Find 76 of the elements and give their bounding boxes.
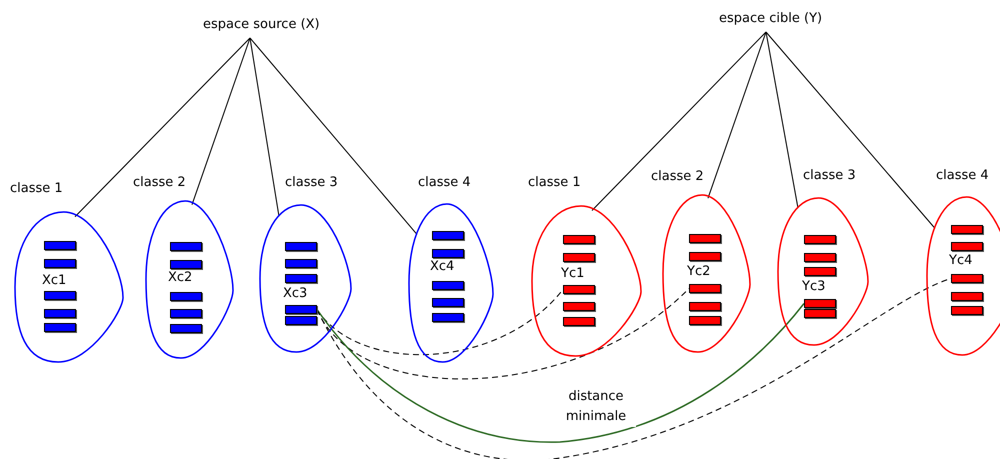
connector	[592, 32, 766, 212]
feature-bar	[563, 253, 595, 262]
feature-bar	[689, 252, 721, 261]
feature-bar	[689, 316, 721, 325]
connector	[74, 38, 250, 218]
cluster-label: Yc4	[949, 253, 972, 268]
cluster-outline	[260, 205, 351, 352]
feature-bar	[804, 235, 836, 244]
feature-bar	[689, 302, 721, 311]
feature-bar	[951, 306, 983, 315]
feature-bar	[563, 285, 595, 294]
cluster-outline	[409, 204, 493, 362]
class-label: classe 1	[10, 181, 63, 196]
feature-bar	[432, 313, 464, 322]
feature-bar	[44, 259, 76, 268]
space-label: espace cible (Y)	[719, 11, 822, 26]
cluster-outline	[532, 206, 641, 356]
feature-bar	[170, 292, 202, 301]
cluster-label: Xc2	[168, 270, 192, 285]
feature-bar	[689, 234, 721, 243]
feature-bar	[44, 323, 76, 332]
feature-bar	[285, 305, 317, 314]
feature-bar	[689, 284, 721, 293]
cluster-label: Yc3	[802, 279, 826, 294]
space-label: espace source (X)	[203, 17, 320, 32]
feature-bar	[804, 299, 836, 308]
cluster-label: Yc2	[687, 264, 710, 279]
feature-bar	[951, 292, 983, 301]
feature-bar	[285, 274, 317, 283]
connector	[766, 32, 936, 229]
cluster-outline	[146, 201, 233, 358]
cluster-outline	[663, 195, 750, 352]
class-label: classe 1	[528, 175, 581, 190]
feature-bar	[44, 241, 76, 250]
class-label: classe 2	[651, 169, 704, 184]
connector	[250, 38, 280, 217]
feature-bar	[951, 225, 983, 234]
class-label: classe 2	[133, 175, 186, 190]
feature-bar	[432, 281, 464, 290]
connector	[316, 303, 805, 443]
cluster-outline	[778, 198, 868, 345]
feature-bar	[44, 309, 76, 318]
class-label: classe 4	[418, 175, 471, 190]
feature-bar	[285, 259, 317, 268]
cluster-label: Yc1	[561, 266, 584, 281]
feature-bar	[432, 231, 464, 240]
feature-bar	[951, 274, 983, 283]
cluster-label: Xc4	[430, 259, 454, 274]
feature-bar	[432, 249, 464, 258]
connector	[192, 38, 250, 206]
feature-bar	[285, 242, 317, 251]
feature-bar	[563, 302, 595, 311]
feature-bar	[170, 309, 202, 318]
feature-bar	[563, 317, 595, 326]
connector	[250, 38, 418, 235]
cluster-label: Xc1	[42, 273, 66, 288]
class-label: classe 4	[936, 168, 989, 183]
feature-bar	[951, 242, 983, 251]
feature-bar	[170, 260, 202, 269]
feature-bar	[432, 298, 464, 307]
feature-bar	[170, 324, 202, 333]
feature-bar	[804, 309, 836, 318]
feature-bar	[804, 267, 836, 276]
feature-bar	[285, 316, 317, 325]
class-label: classe 3	[803, 168, 856, 183]
class-label: classe 3	[285, 175, 338, 190]
feature-bar	[804, 253, 836, 262]
dashed-connector	[316, 288, 690, 379]
cluster-outline	[15, 212, 123, 362]
connector	[766, 32, 798, 209]
cluster-outline	[927, 197, 1000, 355]
feature-bar	[563, 235, 595, 244]
feature-bar	[44, 291, 76, 300]
cluster-label: Xc3	[283, 286, 308, 301]
feature-bar	[170, 242, 202, 251]
connector	[708, 32, 766, 199]
